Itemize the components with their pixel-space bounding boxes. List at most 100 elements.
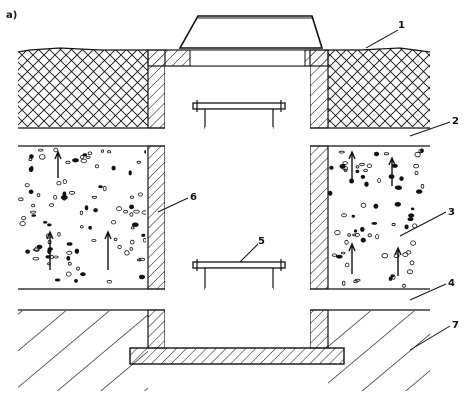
gravel-pebble <box>91 239 97 242</box>
gravel-pebble <box>399 176 404 181</box>
shaft-wall-right <box>309 49 329 349</box>
gravel-pebble <box>106 279 112 284</box>
gravel-pebble <box>394 202 401 207</box>
gravel-pebble <box>360 226 365 232</box>
gravel-pebble <box>68 190 76 195</box>
gravel-pebble <box>57 232 61 237</box>
gravel-pebble <box>364 181 369 187</box>
top-slab <box>147 49 329 67</box>
callout-7: 7 <box>452 320 459 331</box>
gravel-pebble <box>67 261 72 266</box>
gravel-pebble <box>381 253 389 259</box>
gravel-pebble <box>141 210 146 215</box>
callout-3: 3 <box>448 207 455 218</box>
gravel-pebble <box>409 260 415 266</box>
gravel-pebble <box>360 202 367 208</box>
gravel-pebble <box>353 229 358 233</box>
gravel-pebble <box>124 250 130 256</box>
gravel-pebble <box>80 225 84 229</box>
gravel-pebble <box>49 203 55 207</box>
gravel-pebble <box>360 174 366 179</box>
hatch-cover <box>178 15 324 49</box>
gravel-pebble <box>128 170 132 176</box>
gravel-pebble <box>377 178 381 184</box>
gravel-pebble <box>331 253 337 257</box>
callout-2: 2 <box>452 116 459 127</box>
gravel-pebble <box>113 237 118 241</box>
gravel-pebble <box>130 226 135 230</box>
flow-arrow <box>348 242 356 274</box>
gravel-pebble <box>28 189 34 194</box>
gravel-pebble <box>117 244 122 250</box>
gravel-pebble <box>32 257 39 261</box>
gravel-pebble <box>25 249 31 254</box>
gravel-pebble <box>123 209 128 214</box>
gravel-pebble <box>420 183 425 189</box>
gravel-pebble <box>72 158 79 163</box>
gravel-pebble <box>342 161 348 165</box>
gravel-pebble <box>136 160 141 164</box>
gravel-pebble <box>355 165 360 169</box>
callout-6: 6 <box>190 192 197 203</box>
gravel-pebble <box>367 233 372 238</box>
gravel-pebble <box>47 223 52 227</box>
shaft-wall-left <box>147 49 166 349</box>
gravel-pebble <box>373 203 379 209</box>
gravel-pebble <box>28 157 33 162</box>
gravel-pebble <box>352 233 357 237</box>
gravel-pebble <box>354 232 360 237</box>
gravel-pebble <box>54 278 61 282</box>
gravel-pebble <box>98 185 103 189</box>
gravel-pebble <box>406 269 413 275</box>
topsoil-left <box>17 47 148 127</box>
gravel-pebble <box>24 183 30 188</box>
gravel-pebble <box>21 216 27 221</box>
gravel-pebble <box>388 276 393 281</box>
flow-arrow <box>388 156 396 186</box>
gravel-pebble <box>344 239 349 245</box>
gravel-pebble <box>30 166 34 171</box>
gravel-pebble <box>418 149 424 154</box>
gravel-pebble <box>410 207 415 211</box>
gravel-pebble <box>94 164 100 169</box>
gravel-pebble <box>29 210 36 214</box>
gravel-pebble <box>393 253 400 259</box>
panel-label: a) <box>6 10 17 21</box>
gravel-pebble <box>82 153 88 157</box>
gravel-pebble <box>31 214 37 217</box>
gravel-pebble <box>141 233 146 237</box>
base-slab <box>129 347 345 365</box>
gravel-pebble <box>36 193 41 197</box>
gravel-pebble <box>334 230 341 236</box>
gravel-pebble <box>329 165 334 170</box>
gravel-pebble <box>84 205 89 211</box>
gravel-pebble <box>373 151 380 157</box>
gravel-pebble <box>66 250 73 255</box>
gravel-pebble <box>363 168 368 173</box>
gravel-pebble <box>414 170 419 175</box>
gravel-pebble <box>88 225 92 230</box>
gravel-pebble <box>408 213 415 218</box>
gravel-pebble <box>60 195 68 200</box>
gravel-pebble <box>111 219 117 225</box>
gravel-pebble <box>131 222 139 227</box>
gravel-left <box>18 147 146 284</box>
gravel-pebble <box>391 274 396 280</box>
gravel-pebble <box>74 248 80 254</box>
gravel-pebble <box>76 266 80 271</box>
gravel-pebble <box>133 209 140 214</box>
gravel-pebble <box>129 212 134 217</box>
gravel-pebble <box>391 222 396 227</box>
gravel-pebble <box>144 150 146 154</box>
flow-arrow <box>54 150 62 178</box>
flow-arrow <box>46 230 54 270</box>
ground-layer-7 <box>18 311 430 391</box>
gravel-pebble <box>335 254 343 259</box>
gravel-pebble <box>402 283 406 288</box>
callout-5: 5 <box>258 236 265 247</box>
gravel-pebble <box>31 203 36 208</box>
gravel-pebble <box>100 149 105 153</box>
gravel-pebble <box>79 210 84 215</box>
gravel-pebble <box>93 208 98 213</box>
